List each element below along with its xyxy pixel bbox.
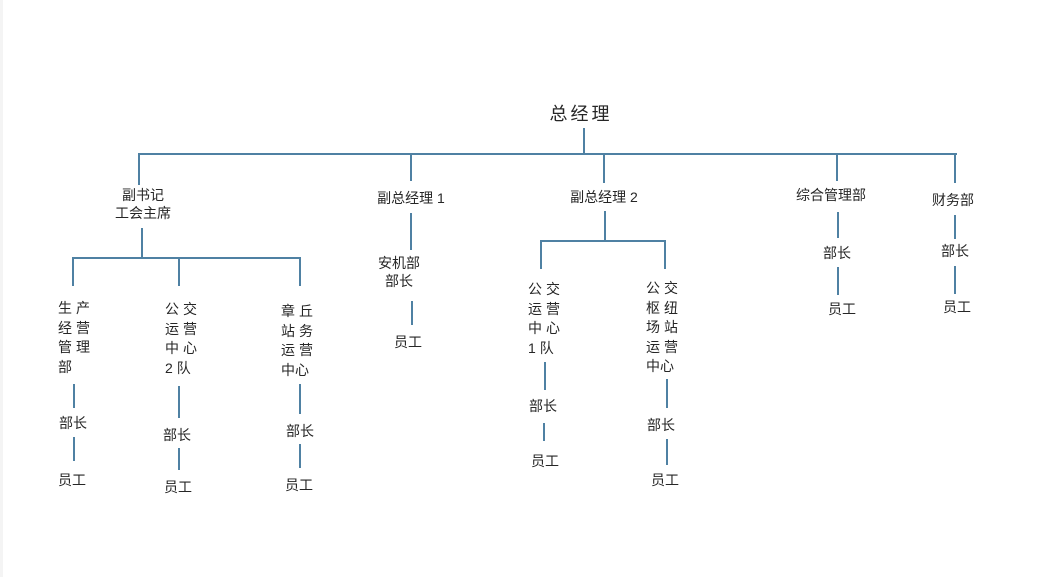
connector-branch4-officer-stub <box>837 212 839 238</box>
connector-root-stub <box>583 128 585 154</box>
org-node-bus-ops-center-team2: 公 交 运 营 中 心 2 队 <box>165 301 197 376</box>
org-node-deputy-gm-2: 副总经理 2 <box>570 189 638 205</box>
org-node-branch4-staff: 员工 <box>828 301 856 317</box>
org-node-b3c1-staff: 员工 <box>531 453 559 469</box>
org-node-b1c2-officer: 部长 <box>163 427 191 443</box>
connector-drop-branch3 <box>603 153 605 183</box>
org-node-production-mgmt-dept: 生 产 经 营 管 理 部 <box>58 300 90 375</box>
connector-b2c1-staff-stub <box>411 301 413 325</box>
connector-branch1-drop3 <box>299 257 301 286</box>
connector-branch3-stub <box>604 211 606 242</box>
connector-branch3-drop1 <box>540 240 542 269</box>
org-node-anji-dept-officer: 安机部 部长 <box>378 255 420 289</box>
connector-branch4-staff-stub <box>837 267 839 295</box>
page-edge <box>0 0 3 577</box>
org-node-finance-dept: 财务部 <box>932 192 974 208</box>
connector-b1c2-officer-stub <box>178 386 180 418</box>
org-node-b1c3-staff: 员工 <box>285 477 313 493</box>
connector-branch1-drop2 <box>178 257 180 286</box>
connector-branch1-stub <box>141 228 143 258</box>
org-node-b1c3-officer: 部长 <box>286 423 314 439</box>
org-node-general-admin-dept: 综合管理部 <box>796 187 866 203</box>
connector-b1c1-officer-stub <box>73 384 75 408</box>
org-node-branch5-officer: 部长 <box>941 243 969 259</box>
connector-branch3-rail <box>540 240 666 242</box>
connector-b3c1-staff-stub <box>543 423 545 441</box>
connector-b1c2-staff-stub <box>178 448 180 470</box>
connector-branch5-officer-stub <box>954 215 956 239</box>
org-node-deputy-gm-1: 副总经理 1 <box>377 190 445 206</box>
org-node-b2c1-staff: 员工 <box>394 334 422 350</box>
org-node-bus-hub-station-ops-center: 公 交 枢 纽 场 站 运 营 中心 <box>646 280 678 374</box>
org-node-deputy-secretary: 副书记 工会主席 <box>115 187 171 221</box>
org-node-b3c2-officer: 部长 <box>647 417 675 433</box>
org-node-b1c1-staff: 员工 <box>58 472 86 488</box>
connector-b1c3-officer-stub <box>299 384 301 414</box>
org-node-zhangqiu-station-ops-center: 章 丘 站 务 运 营 中心 <box>281 303 313 378</box>
connector-b3c2-staff-stub <box>666 439 668 465</box>
org-node-b3c2-staff: 员工 <box>651 472 679 488</box>
connector-branch1-rail <box>72 257 301 259</box>
connector-drop-branch5 <box>954 153 956 183</box>
connector-b3c2-officer-stub <box>666 379 668 408</box>
connector-drop-branch1 <box>138 153 140 185</box>
org-node-general-manager: 总经理 <box>549 104 613 124</box>
org-node-b3c1-officer: 部长 <box>529 398 557 414</box>
connector-drop-branch4 <box>836 153 838 181</box>
connector-branch2-stub <box>410 213 412 250</box>
connector-b1c1-staff-stub <box>73 437 75 461</box>
org-node-bus-ops-center-team1: 公 交 运 营 中 心 1 队 <box>528 281 560 356</box>
org-node-branch5-staff: 员工 <box>943 299 971 315</box>
connector-b1c3-staff-stub <box>299 444 301 468</box>
connector-drop-branch2 <box>410 153 412 181</box>
org-node-b1c1-officer: 部长 <box>59 415 87 431</box>
connector-main-rail <box>139 153 957 155</box>
org-node-b1c2-staff: 员工 <box>164 479 192 495</box>
connector-branch1-drop1 <box>72 257 74 286</box>
connector-b3c1-officer-stub <box>544 362 546 390</box>
org-node-branch4-officer: 部长 <box>823 245 851 261</box>
connector-branch3-drop2 <box>664 240 666 269</box>
connector-branch5-staff-stub <box>954 266 956 294</box>
